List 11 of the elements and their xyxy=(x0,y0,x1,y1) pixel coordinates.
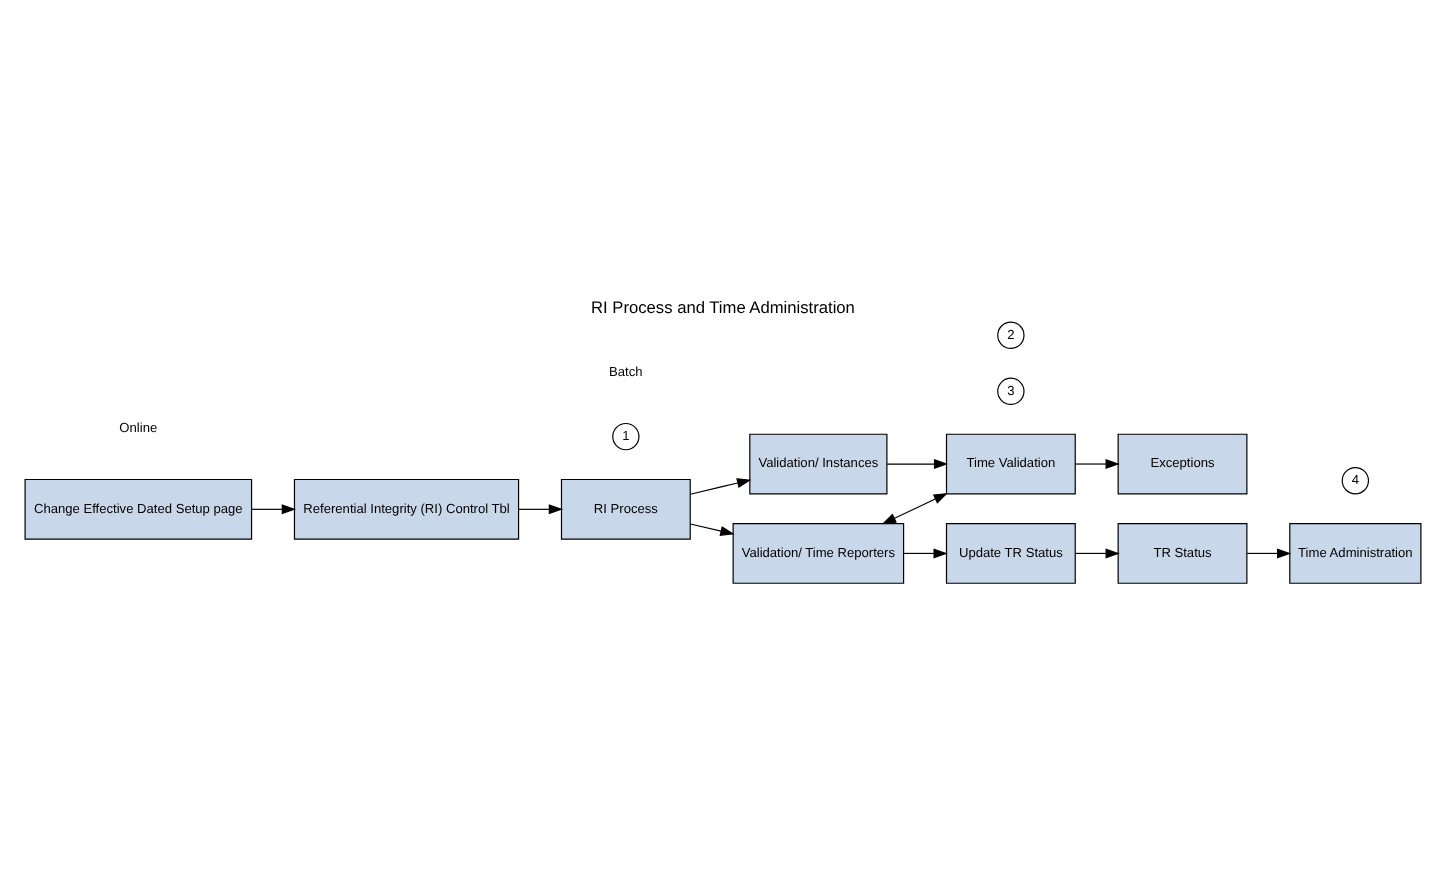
arrow xyxy=(1246,548,1292,559)
arrow xyxy=(886,459,949,470)
arrow xyxy=(881,493,948,525)
diagram-title: RI Process and Time Administration xyxy=(591,296,855,317)
arrow xyxy=(903,548,948,559)
arrow xyxy=(689,478,752,495)
arrow xyxy=(1074,459,1120,470)
arrow xyxy=(518,504,564,515)
arrow xyxy=(1074,548,1120,559)
arrow xyxy=(251,504,297,515)
arrow xyxy=(689,523,735,536)
